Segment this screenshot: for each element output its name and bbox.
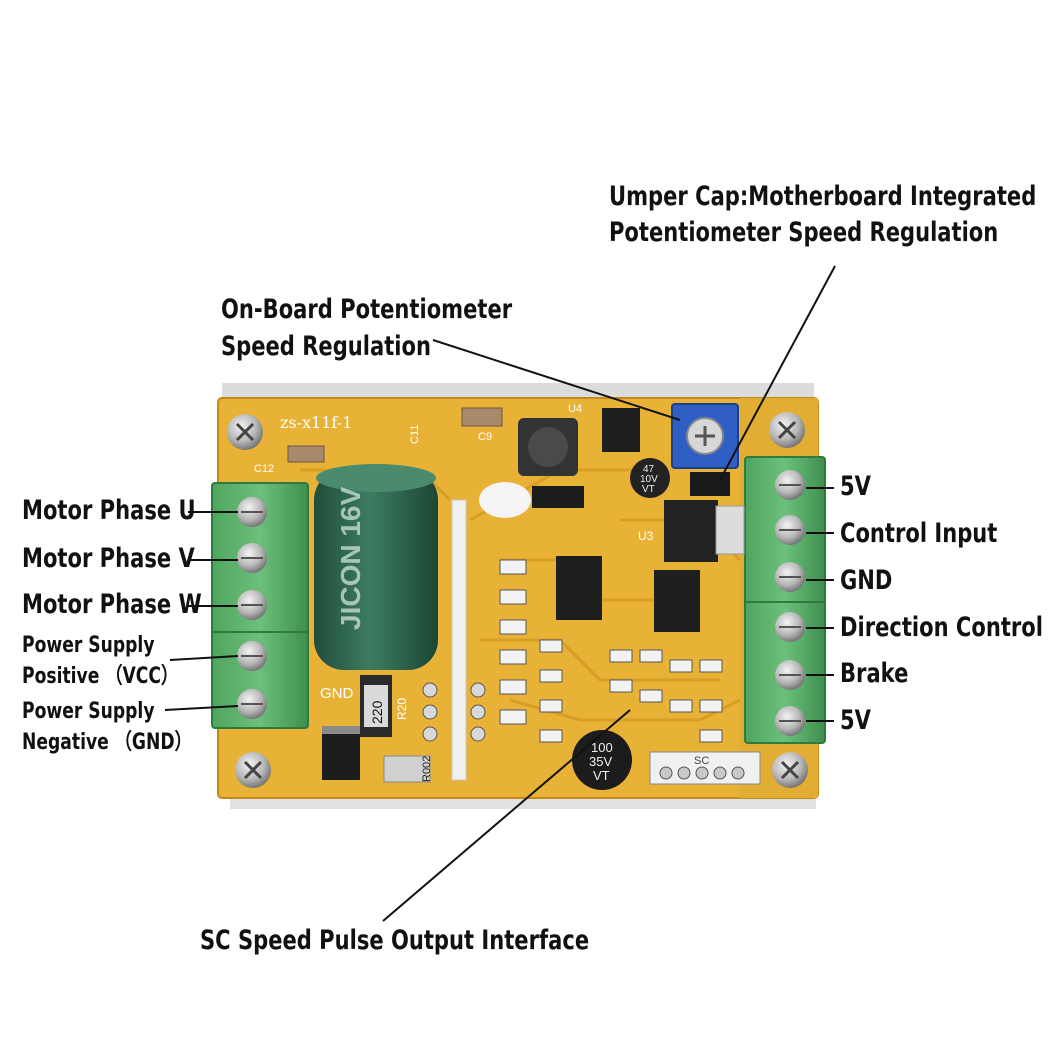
label-motor-w: Motor Phase W xyxy=(22,589,202,620)
u4-silk: U4 xyxy=(568,403,582,415)
small-cap-47-line1: 47 xyxy=(643,464,655,475)
ic-main-2 xyxy=(654,570,700,632)
label-sc-output: SC Speed Pulse Output Interface xyxy=(200,925,590,956)
r002-text: R002 xyxy=(421,756,433,782)
left-terminal-screws xyxy=(237,497,267,719)
c12-silk: C12 xyxy=(254,463,274,475)
label-motor-u: Motor Phase U xyxy=(22,495,196,526)
label-gnd-line1: Power Supply xyxy=(22,699,155,724)
label-onboard-pot-line2: Speed Regulation xyxy=(221,331,431,362)
right-terminal-screws xyxy=(775,470,805,736)
gnd-silk: GND xyxy=(320,685,354,702)
small-capacitor-47 xyxy=(630,458,670,498)
c9-silk: C9 xyxy=(478,431,492,443)
small-capacitor-100 xyxy=(572,730,632,790)
regulator-u3 xyxy=(664,500,718,562)
model-silk: zs-x11f-1 xyxy=(280,413,352,432)
small-cap-47-line3: VT xyxy=(642,484,655,495)
ic-u4 xyxy=(602,408,640,452)
label-vcc-line1: Power Supply xyxy=(22,633,155,658)
r20-silk: R20 xyxy=(395,698,409,720)
black-component xyxy=(532,486,584,508)
label-pin-control: Control Input xyxy=(840,518,998,549)
heatsink-strip xyxy=(451,499,467,781)
u3-silk: U3 xyxy=(638,529,654,543)
white-blob xyxy=(479,482,531,518)
label-motor-v: Motor Phase V xyxy=(22,543,195,574)
ic-main-1 xyxy=(556,556,602,620)
c11-silk: C11 xyxy=(409,425,421,444)
label-vcc-line2: Positive （VCC） xyxy=(22,664,179,689)
smd-components xyxy=(499,559,723,743)
small-cap-100-line1: 100 xyxy=(591,740,613,755)
label-pin-brake: Brake xyxy=(840,658,909,689)
shunt-r002 xyxy=(383,755,431,783)
big-capacitor-text: JICON 16V xyxy=(335,487,366,630)
small-cap-100-line3: VT xyxy=(593,768,610,783)
label-gnd-line2: Negative （GND） xyxy=(22,730,192,755)
small-cap-47-line2: 10V xyxy=(640,474,658,485)
jumper-cap xyxy=(690,472,730,496)
label-onboard-pot-line1: On-Board Potentiometer xyxy=(221,294,513,325)
label-jumper-cap-line1: Umper Cap:Motherboard Integrated xyxy=(609,181,1037,212)
smd-cap-c12 xyxy=(287,445,325,463)
right-terminal-block xyxy=(744,456,826,744)
mounting-screws xyxy=(227,412,808,788)
small-cap-100-line2: 35V xyxy=(589,754,612,769)
leader-lines xyxy=(164,265,836,922)
label-pin-gnd: GND xyxy=(840,565,893,596)
label-pin-5v-top: 5V xyxy=(840,471,871,502)
resistor-220-text: 220 xyxy=(369,700,385,724)
big-capacitor xyxy=(314,470,438,670)
smd-cap-c9 xyxy=(461,407,503,427)
label-jumper-cap-line2: Potentiometer Speed Regulation xyxy=(609,217,999,248)
sc-silk: SC xyxy=(694,755,709,767)
diode-d1 xyxy=(322,726,360,780)
label-pin-dir: Direction Control DIR xyxy=(840,612,1050,643)
header-pins-left xyxy=(422,682,486,742)
label-pin-5v-bottom: 5V xyxy=(840,705,871,736)
